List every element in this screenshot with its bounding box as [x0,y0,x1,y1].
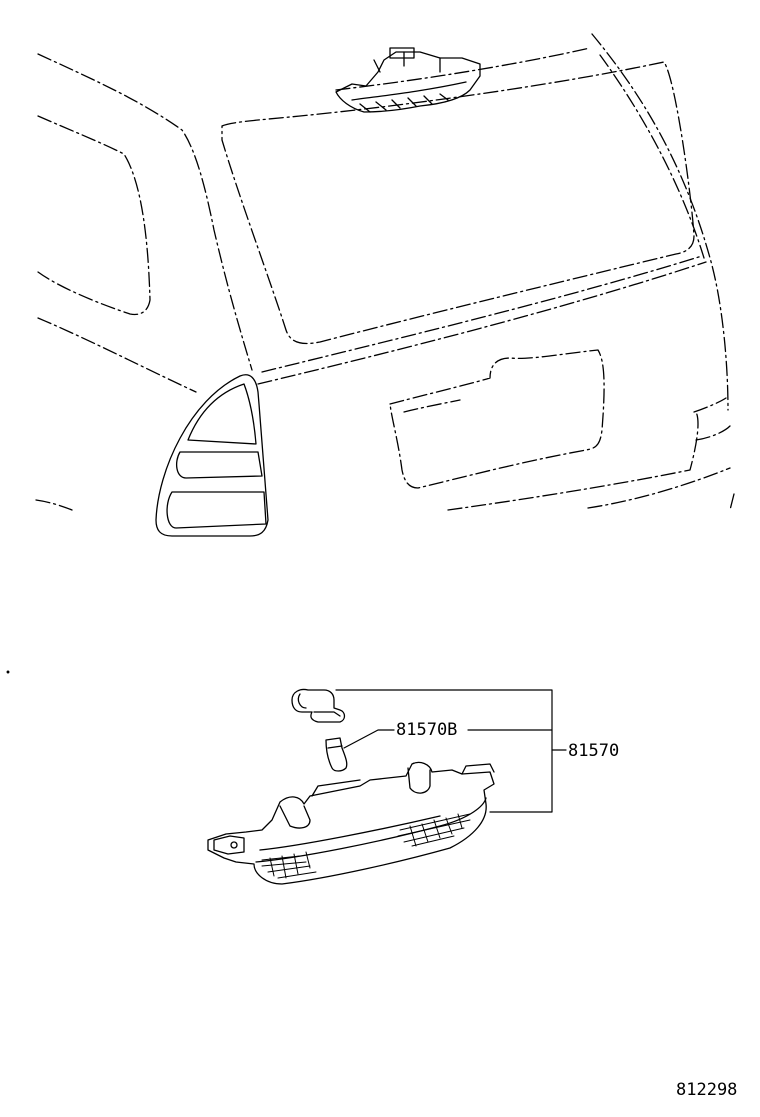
figure-number: 812298 [676,1080,738,1100]
license-plate-recess [389,349,605,489]
roof-c-pillar-line [37,53,253,371]
license-plate-inner-line [403,399,461,413]
right-pillar-line [591,33,729,411]
side-window [37,115,151,316]
bumper-edge-tick [729,493,735,511]
bulb-socket [291,688,346,723]
wedge-bulb [325,737,348,772]
hatch-frame-line [257,261,707,385]
side-belt-line [37,317,197,393]
hatch-frame-line-2 [261,255,703,373]
rear-window [221,61,695,345]
leader-bulb [343,729,395,749]
bumper-corner-line [693,397,727,413]
bumper-line [587,467,731,509]
tail-lamp [155,374,269,537]
hatch-bottom-line [447,411,699,511]
part-label-bulb: 81570B [396,720,458,740]
high-mount-lamp-on-vehicle [335,47,481,113]
vehicle-body-outline [35,33,735,511]
hatch-top-edge [335,47,591,91]
bumper-corner-line-2 [695,425,731,441]
right-pillar-inner-line [599,54,705,259]
side-lower-line [35,499,73,511]
high-mount-stop-lamp-assembly [207,761,495,885]
part-label-assembly: 81570 [568,741,620,761]
leader-lines [335,689,567,813]
leader-assembly-bracket [335,689,553,813]
stray-dot [6,670,10,674]
